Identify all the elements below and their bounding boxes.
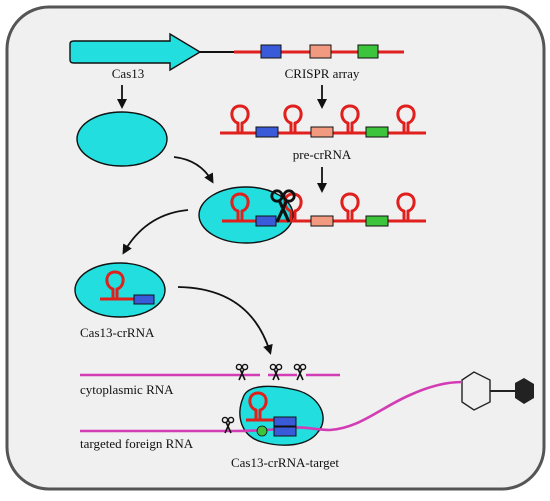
bacteriophage-icon [461, 371, 534, 411]
spacer-salmon [309, 44, 332, 59]
label-cas13-crrna-target: Cas13-crRNA-target [231, 455, 339, 470]
pre-crrna [220, 104, 426, 138]
label-crispr-array: CRISPR array [285, 66, 360, 81]
cas13-protein [76, 111, 168, 167]
label-cytoplasmic-rna: cytoplasmic RNA [80, 382, 174, 397]
label-pre-crrna: pre-crRNA [293, 147, 352, 162]
pre-crrna-bound [222, 192, 426, 227]
label-cas13: Cas13 [112, 66, 145, 81]
cas13-crrna-complex [74, 262, 166, 318]
spacer-green [357, 44, 379, 59]
cleavage-site-dot [256, 425, 268, 437]
targeted-foreign-rna [80, 380, 463, 433]
spacer-blue [260, 44, 282, 59]
label-cas13-crrna: Cas13-crRNA [80, 325, 155, 340]
target-crrna [246, 391, 297, 437]
label-targeted-foreign-rna: targeted foreign RNA [80, 436, 194, 451]
cas13-processing-complex [198, 186, 294, 244]
mature-crrna [100, 270, 155, 305]
cas13-gene-arrow [69, 32, 202, 72]
